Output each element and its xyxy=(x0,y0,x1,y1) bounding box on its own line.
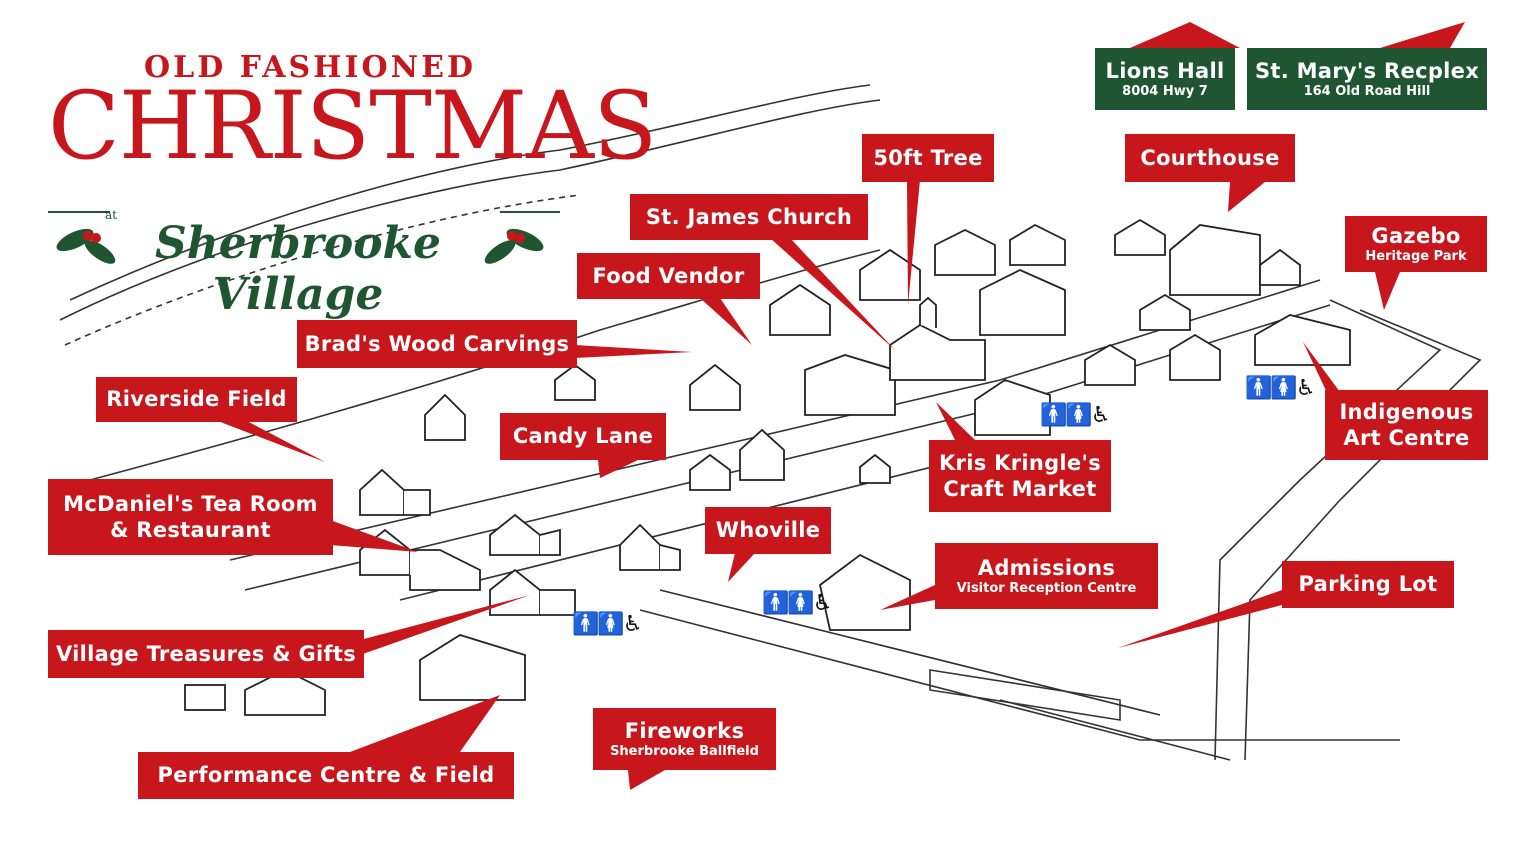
label-admissions[interactable]: Admissions Visitor Reception Centre xyxy=(935,543,1158,609)
lions-hall-address: 8004 Hwy 7 xyxy=(1122,84,1208,99)
restroom-women-icon: 🚺 xyxy=(1270,376,1297,401)
wheelchair-accessible-icon: ♿ xyxy=(812,591,833,616)
st-marys-recplex-label[interactable]: St. Mary's Recplex 164 Old Road Hill xyxy=(1247,48,1487,110)
lions-hall-label[interactable]: Lions Hall 8004 Hwy 7 xyxy=(1095,48,1235,110)
restroom-women-icon: 🚺 xyxy=(787,591,814,616)
amenities-craft-market: 🚹🚺♿ xyxy=(1040,403,1111,428)
label-food-vendor[interactable]: Food Vendor xyxy=(577,253,760,299)
wheelchair-accessible-icon: ♿ xyxy=(1090,403,1111,428)
label-whoville[interactable]: Whoville xyxy=(705,507,831,554)
label-candy-lane[interactable]: Candy Lane xyxy=(500,413,666,460)
label-gazebo[interactable]: Gazebo Heritage Park xyxy=(1345,216,1487,272)
restroom-women-icon: 🚺 xyxy=(597,612,624,637)
wheelchair-accessible-icon: ♿ xyxy=(1295,376,1316,401)
label-performance-centre-field[interactable]: Performance Centre & Field xyxy=(138,752,514,799)
label-indigenous-art-centre[interactable]: Indigenous Art Centre xyxy=(1325,390,1488,460)
title-line3: Sherbrooke Village xyxy=(154,218,442,320)
amenities-treasures: 🚹🚺♿ xyxy=(572,612,643,637)
label-village-treasures-gifts[interactable]: Village Treasures & Gifts xyxy=(48,630,364,678)
restroom-men-icon: 🚹 xyxy=(1040,403,1067,428)
label-riverside-field[interactable]: Riverside Field xyxy=(96,377,297,422)
amenities-indigenous: 🚹🚺♿ xyxy=(1245,376,1316,401)
restroom-men-icon: 🚹 xyxy=(1245,376,1272,401)
label-50ft-tree[interactable]: 50ft Tree xyxy=(862,134,994,182)
restroom-women-icon: 🚺 xyxy=(1065,403,1092,428)
label-courthouse[interactable]: Courthouse xyxy=(1125,134,1295,182)
restroom-men-icon: 🚹 xyxy=(572,612,599,637)
title-line1: OLD FASHIONED xyxy=(144,50,476,85)
amenities-admissions: 🚹🚺♿ xyxy=(762,591,833,616)
wheelchair-accessible-icon: ♿ xyxy=(622,612,643,637)
label-parking-lot[interactable]: Parking Lot xyxy=(1282,561,1454,608)
label-kris-kringles-craft-market[interactable]: Kris Kringle's Craft Market xyxy=(929,440,1111,512)
label-st-james-church[interactable]: St. James Church xyxy=(630,194,868,240)
title-at: at xyxy=(105,208,117,222)
lions-hall-name: Lions Hall xyxy=(1105,58,1225,83)
label-mcdaniels-tea-room[interactable]: McDaniel's Tea Room & Restaurant xyxy=(48,479,333,555)
restroom-men-icon: 🚹 xyxy=(762,591,789,616)
st-marys-name: St. Mary's Recplex xyxy=(1254,58,1480,83)
title-line2: CHRISTMAS xyxy=(48,72,657,181)
st-marys-address: 164 Old Road Hill xyxy=(1303,84,1431,99)
label-brads-wood-carvings[interactable]: Brad's Wood Carvings xyxy=(297,320,577,368)
label-fireworks[interactable]: Fireworks Sherbrooke Ballfield xyxy=(593,708,776,770)
